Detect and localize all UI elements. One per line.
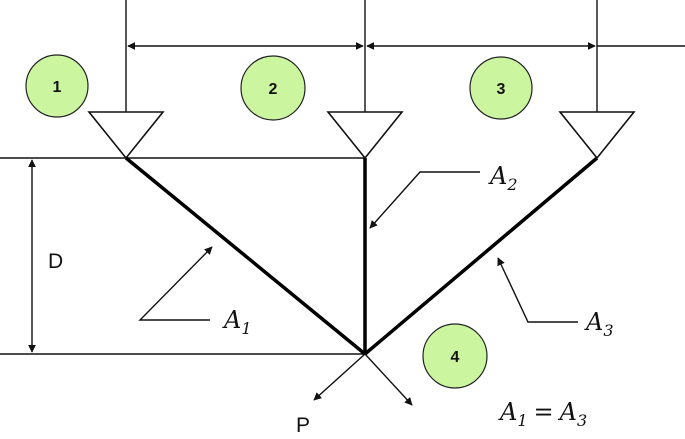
node-2-label: 2	[269, 81, 278, 98]
node-3: 3	[469, 56, 533, 120]
bar-3	[363, 156, 599, 356]
area-equation: A1=A3	[498, 398, 587, 430]
a2-leader-arrow	[369, 171, 480, 229]
depth-label: D	[48, 250, 63, 273]
node-4-label: 4	[451, 349, 460, 366]
a2-label: A2	[488, 162, 518, 194]
node-1-label: 1	[53, 79, 62, 96]
support-triangle-2	[326, 111, 404, 160]
node-1: 1	[25, 54, 89, 118]
node-4: 4	[422, 323, 488, 389]
support-triangle-3	[558, 111, 636, 160]
a3-leader-arrow	[497, 257, 578, 323]
support-triangle-1	[87, 111, 165, 160]
load-arrow-left	[313, 353, 366, 401]
node-2: 2	[240, 55, 306, 121]
a3-label: A3	[584, 308, 614, 340]
bar-1	[124, 156, 367, 356]
a1-leader-arrow	[138, 246, 213, 321]
a1-label: A1	[222, 306, 252, 338]
load-label: P	[296, 414, 310, 437]
load-arrow-right	[364, 353, 413, 406]
node-3-label: 3	[497, 81, 506, 98]
